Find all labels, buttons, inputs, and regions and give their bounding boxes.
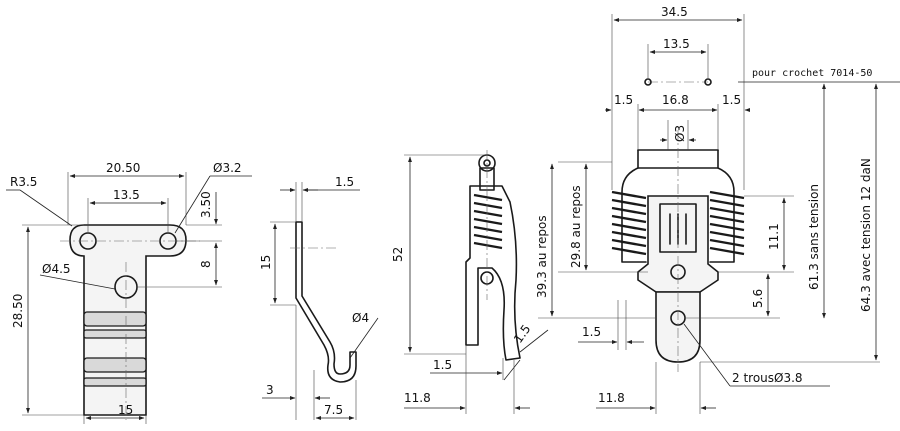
- dim-hole-spacing: 13.5: [113, 188, 140, 202]
- dim-tip-offset: 1.5: [433, 358, 452, 372]
- dim-radius: R3.5: [10, 175, 37, 189]
- keeper-groove-2: [83, 329, 147, 339]
- dim-height-15: 15: [259, 255, 273, 270]
- dim-edge-left: 1.5: [614, 93, 633, 107]
- dim-width-top: 20.50: [106, 161, 140, 175]
- view-keeper-side: 1.5 15 Ø4 3 7.5: [259, 175, 379, 420]
- dim-hole-center: Ø4.5: [42, 262, 71, 276]
- keeper-groove-1: [83, 311, 147, 327]
- latch-spring-side: [473, 193, 503, 250]
- dim-with-tension: 64.3 avec tension 12 daN: [859, 158, 873, 312]
- dim-offset-mid: 8: [199, 260, 213, 268]
- dim-rest-long: 39.3 au repos: [535, 215, 549, 298]
- view-latch-front: 34.5 13.5 pour crochet 7014-50 1.5 16.8 …: [535, 5, 900, 414]
- view-keeper-front: 20.50 13.5 R3.5 Ø3.2 3.50 8 Ø4.5 28.50 1…: [6, 161, 252, 424]
- dim-thickness: 1.5: [335, 175, 354, 189]
- dim-axle: Ø3: [673, 125, 687, 142]
- dim-plate-thickness: 1.5: [582, 325, 601, 339]
- keeper-hook-profile: [295, 221, 357, 383]
- dim-width-overall: 34.5: [661, 5, 688, 19]
- keeper-groove-3: [83, 357, 147, 373]
- keeper-groove-4: [83, 377, 147, 387]
- note-crochet: pour crochet 7014-50: [752, 68, 872, 79]
- dim-no-tension: 61.3 sans tension: [807, 184, 821, 290]
- dim-hook-offset: 3: [266, 383, 274, 397]
- dim-side-height: 11.1: [767, 223, 781, 250]
- latch-spring-left: [611, 190, 647, 256]
- dim-front-depth: 11.8: [598, 391, 625, 405]
- dim-edge-right: 1.5: [722, 93, 741, 107]
- dim-rest-short: 29.8 au repos: [569, 185, 583, 268]
- dim-offset-top: 3.50: [199, 191, 213, 218]
- dim-latch-height: 52: [391, 247, 405, 262]
- dim-hole-top: Ø3.2: [213, 161, 242, 175]
- dim-inner-width: 16.8: [662, 93, 689, 107]
- dim-hook-width: 7.5: [324, 403, 343, 417]
- dim-hole-spacing-top: 13.5: [663, 37, 690, 51]
- view-latch-side: 52 1.5 1.5 11.8: [391, 150, 549, 414]
- dim-hole-offset: 5.6: [751, 289, 765, 308]
- dim-nose-offset: 1.5: [511, 322, 533, 346]
- latch-lever: [655, 291, 701, 363]
- note-holes: 2 trousØ3.8: [732, 371, 803, 385]
- latch-body-side: [465, 185, 521, 361]
- latch-spring-right: [709, 190, 745, 256]
- dim-width-bottom: 15: [118, 403, 133, 417]
- dim-latch-depth: 11.8: [404, 391, 431, 405]
- dim-height: 28.50: [11, 294, 25, 328]
- dim-hook-dia: Ø4: [352, 311, 369, 325]
